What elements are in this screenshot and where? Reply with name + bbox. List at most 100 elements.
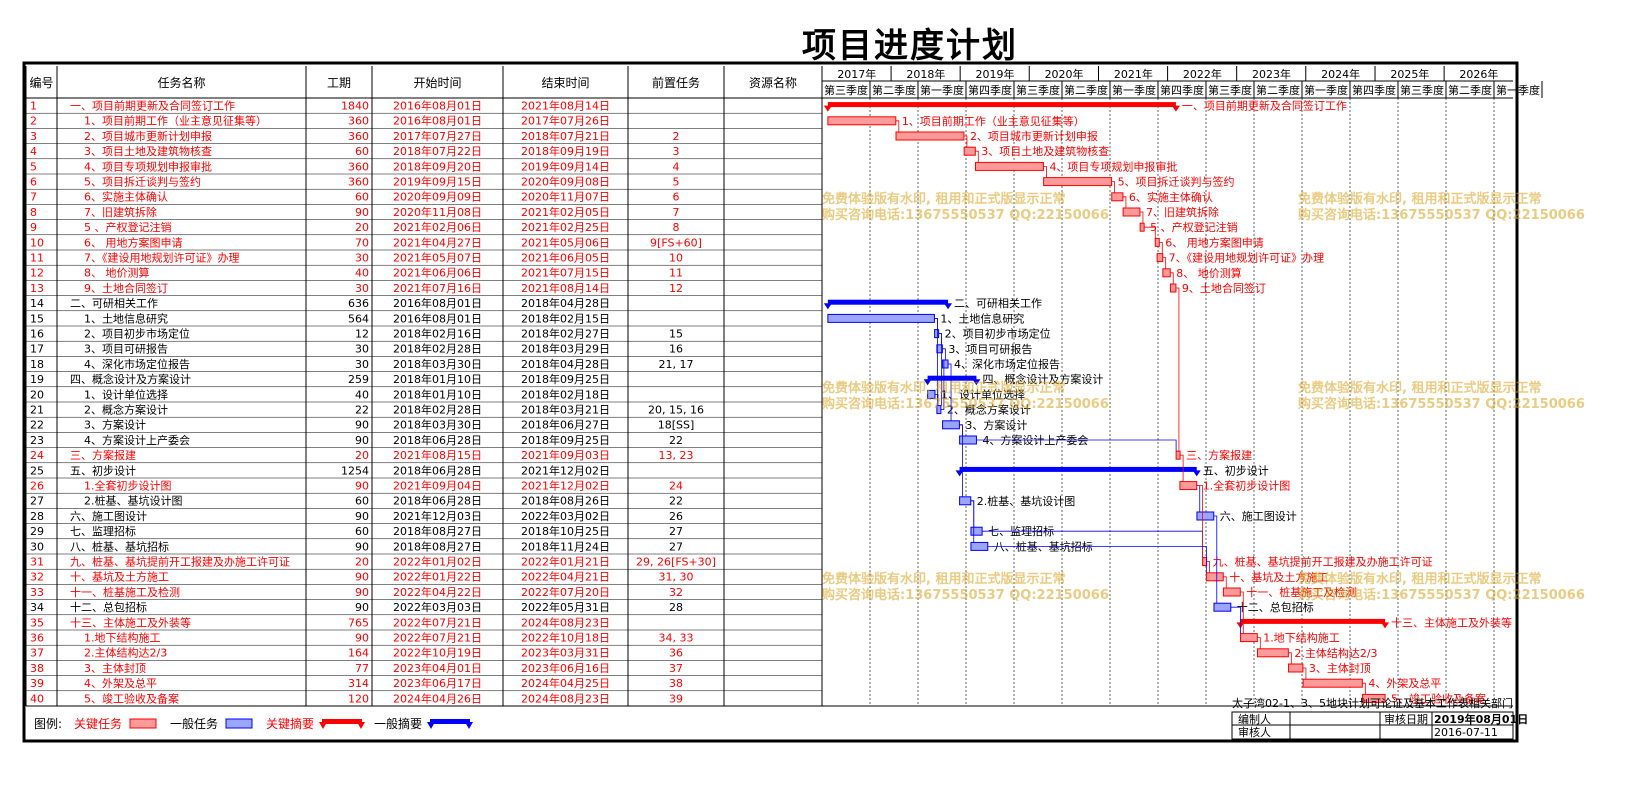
task-end: 2022年01月21日 [521,555,610,569]
bar-label: 六、施工图设计 [1220,510,1297,523]
task-end: 2018年07月21日 [521,129,610,143]
row-id: 10 [30,236,44,249]
task-bar [1222,587,1241,597]
row-id: 40 [30,692,44,705]
task-bar [974,161,1044,171]
task-start: 2016年08月01日 [393,311,482,325]
title-block-r2c1: 审核人 [1238,725,1271,739]
legend-label: 关键任务 [74,716,122,731]
column-header: 结束时间 [541,76,589,90]
task-predecessor: 22 [669,495,683,508]
bar-label: 6、 用地方案图申请 [1165,235,1264,249]
task-start: 2021年09月04日 [393,479,482,493]
task-predecessor: 36 [669,647,683,660]
quarter-label: 第四季度 [1352,83,1396,97]
task-name: 八、桩基、基坑招标 [70,539,169,553]
task-end: 2018年02月27日 [521,327,610,341]
quarter-label: 第一季度 [920,83,964,97]
task-duration: 314 [348,677,369,690]
dependency-arrow [1122,196,1127,208]
task-start: 2018年02月16日 [393,327,482,341]
task-start: 2022年07月21日 [393,631,482,645]
task-end: 2018年04月28日 [521,357,610,371]
task-duration: 20 [355,556,369,569]
task-start: 2021年06月06日 [393,266,482,280]
column-header: 前置任务 [652,75,700,90]
dependency-arrow [1162,257,1167,269]
dependency-arrow [975,150,979,163]
task-predecessor: 32 [669,586,683,599]
dependency-arrow [1111,181,1115,193]
task-start: 2018年03月30日 [393,418,482,432]
task-duration: 90 [355,206,369,219]
task-predecessor: 16 [669,343,683,356]
row-id: 17 [30,343,44,356]
task-bar [1362,693,1386,703]
task-name: 3、主体封顶 [84,661,146,675]
dependency-arrow [1288,652,1292,664]
task-bar [1175,450,1181,460]
legend-label: 一般摘要 [374,716,422,731]
row-id: 4 [30,145,37,158]
watermark-line1: 免费体验版有水印, 租用和正式版显示正常 [1298,571,1541,587]
dependency-arrow [976,439,1177,452]
task-duration: 90 [355,571,369,584]
task-end: 2018年02月18日 [521,387,610,401]
task-end: 2021年06月05日 [521,251,610,265]
year-label: 2024年 [1321,67,1360,81]
dependency-arrow [1206,561,1211,573]
task-duration: 60 [355,191,369,204]
task-duration: 360 [348,130,369,143]
task-end: 2024年08月23日 [521,615,610,629]
row-id: 5 [30,160,37,173]
dependency-arrow [1223,576,1227,588]
task-bar [895,131,965,141]
legend-summary-cap [465,722,473,729]
row-id: 30 [30,540,44,553]
summary-start-cap [955,470,964,477]
row-id: 26 [30,480,44,493]
task-predecessor: 2 [673,130,680,143]
quarter-label: 第一季度 [1496,83,1540,97]
task-predecessor: 7 [673,206,680,219]
page-title: 项目进度计划 [802,26,1018,66]
watermark-line2: 购买咨询电话:13675550537 QQ:22150066 [822,207,1109,223]
quarter-label: 第一季度 [1304,83,1348,97]
task-bar [942,359,949,369]
legend-summary-swatch [430,719,470,724]
column-header: 开始时间 [413,76,461,90]
task-end: 2022年07月20日 [521,585,610,599]
watermark-line1: 免费体验版有水印, 租用和正式版显示正常 [822,380,1065,396]
task-end: 2018年04月28日 [521,296,610,310]
bar-label: 5、项目拆迁谈判与签约 [1118,175,1235,189]
task-name: 3、项目土地及建筑物核查 [84,144,212,158]
bar-label: 2、项目城市更新计划申报 [970,129,1098,143]
column-header: 工期 [327,76,351,90]
task-bar [942,420,960,430]
task-start: 2017年07月27日 [393,129,482,143]
task-predecessor: 37 [669,662,683,675]
task-start: 2021年07月16日 [393,281,482,295]
row-id: 7 [30,191,37,204]
task-end: 2018年03月21日 [521,403,610,417]
task-duration: 60 [355,145,369,158]
bar-label: 6、实施主体确认 [1129,190,1213,204]
row-id: 18 [30,358,44,371]
year-label: 2017年 [837,67,876,81]
watermark-line1: 免费体验版有水印, 租用和正式版显示正常 [822,571,1065,587]
dependency-arrow [1196,485,1204,558]
watermark-line2: 购买咨询电话:13675550537 QQ:22150066 [822,587,1109,603]
row-id: 36 [30,632,44,645]
task-start: 2021年08月15日 [393,448,482,462]
task-end: 2017年07月26日 [521,114,610,128]
task-start: 2019年09月15日 [393,175,482,189]
task-duration: 40 [355,388,369,401]
task-duration: 20 [355,449,369,462]
task-name: 2、项目初步市场定位 [84,327,190,341]
task-predecessor: 8 [673,221,680,234]
task-name: 3、项目可研报告 [84,342,168,356]
task-bar [1169,283,1177,293]
task-end: 2021年08月14日 [521,99,610,113]
row-id: 27 [30,495,44,508]
